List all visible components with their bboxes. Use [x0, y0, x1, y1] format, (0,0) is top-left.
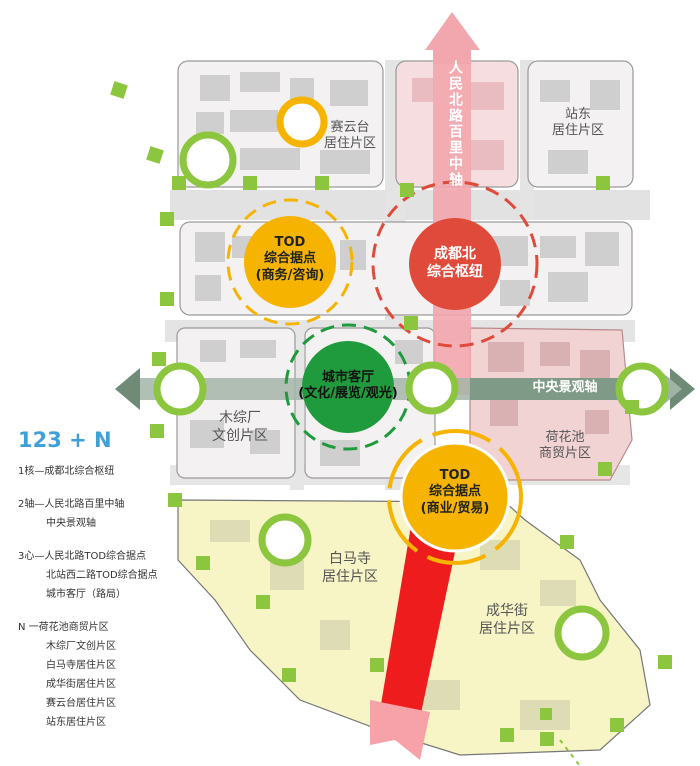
district-chenghuajie-type: 居住片区 [479, 620, 535, 637]
legend-n-head: N 一荷花池商贸片区 [18, 622, 109, 633]
legend-n-item-2: 白马寺居住片区 [46, 660, 116, 671]
legend: 123 + N 1核—成都北综合枢纽 2轴—人民北路百里中轴 中央景观轴 3心—… [18, 428, 198, 746]
legend-axes: 2轴—人民北路百里中轴 中央景观轴 [18, 495, 198, 533]
district-saiyuntai-type: 居住片区 [323, 136, 376, 152]
south-red-axis [370, 520, 460, 760]
legend-n-item-4: 赛云台居住片区 [46, 698, 116, 709]
node-city-hall: 城市客厅 (文化/展览/观光) [275, 370, 421, 403]
legend-n-item-3: 成华街居住片区 [46, 679, 116, 690]
legend-centers: 3心—人民北路TOD综合据点 北站西二路TOD综合据点 城市客厅（路局） [18, 547, 198, 604]
district-saiyuntai: 赛云台 居住片区 [305, 120, 395, 153]
district-zhandong: 站东 居住片区 [528, 107, 628, 140]
legend-n-item-5: 站东居住片区 [46, 717, 106, 728]
green-dotted-line [559, 739, 581, 766]
legend-title: 123 + N [18, 428, 112, 452]
district-muzongchang-name: 木综厂 [219, 410, 261, 426]
legend-axes-item-2: 中央景观轴 [46, 518, 96, 529]
district-baimasi: 白马寺 居住片区 [305, 551, 395, 586]
district-saiyuntai-name: 赛云台 [330, 120, 370, 135]
legend-centers-item-3: 城市客厅（路局） [46, 589, 126, 600]
district-muzongchang-type: 文创片区 [212, 427, 268, 444]
legend-n-item-1: 木综厂文创片区 [46, 641, 116, 652]
node-tod-north-line1: TOD [274, 235, 306, 250]
node-city-hall-line1: 城市客厅 [321, 370, 374, 385]
district-zhandong-type: 居住片区 [551, 123, 604, 139]
legend-n: N 一荷花池商贸片区 木综厂文创片区 白马寺居住片区 成华街居住片区 赛云台居住… [18, 618, 198, 732]
node-tod-south: TOD 综合据点 (商业/贸易) [400, 468, 510, 517]
district-baimasi-type: 居住片区 [322, 568, 378, 585]
legend-core-item: 1核—成都北综合枢纽 [18, 466, 115, 477]
district-hehuachi-type: 商贸片区 [538, 446, 591, 462]
node-discs [244, 216, 511, 553]
district-muzongchang: 木综厂 文创片区 [195, 410, 285, 445]
district-chenghuajie-name: 成华街 [486, 603, 528, 619]
district-hehuachi: 荷花池 商贸片区 [520, 430, 610, 463]
node-hub-line1: 成都北 [434, 246, 476, 262]
node-hub-line2: 综合枢纽 [427, 263, 483, 280]
legend-centers-item-1: 3心—人民北路TOD综合据点 [18, 551, 147, 562]
north-axis-label: 人民北路百里中轴 [447, 60, 463, 188]
legend-axes-item-1: 2轴—人民北路百里中轴 [18, 499, 125, 510]
district-hehuachi-name: 荷花池 [545, 430, 585, 445]
green-markers [110, 81, 672, 746]
node-tod-north-line2: 综合据点 [263, 251, 316, 267]
node-tod-south-line1: TOD [439, 468, 471, 483]
district-zhandong-name: 站东 [564, 107, 591, 122]
legend-core: 1核—成都北综合枢纽 [18, 462, 198, 481]
building-footprints [190, 72, 620, 730]
district-chenghuajie: 成华街 居住片区 [462, 603, 552, 638]
node-rings [226, 180, 539, 565]
node-tod-south-line3: (商业/贸易) [420, 500, 490, 516]
node-tod-south-line2: 综合据点 [428, 484, 481, 500]
node-tod-north: TOD 综合据点 (商务/咨询) [240, 235, 340, 284]
node-tod-north-line3: (商务/咨询) [255, 267, 325, 283]
legend-centers-item-2: 北站西二路TOD综合据点 [46, 570, 158, 581]
node-hub: 成都北 综合枢纽 [410, 246, 500, 281]
central-landscape-axis [115, 368, 695, 410]
east-axis-label: 中央景观轴 [532, 380, 598, 395]
node-city-hall-line2: (文化/展览/观光) [298, 386, 398, 402]
district-baimasi-name: 白马寺 [329, 551, 371, 567]
